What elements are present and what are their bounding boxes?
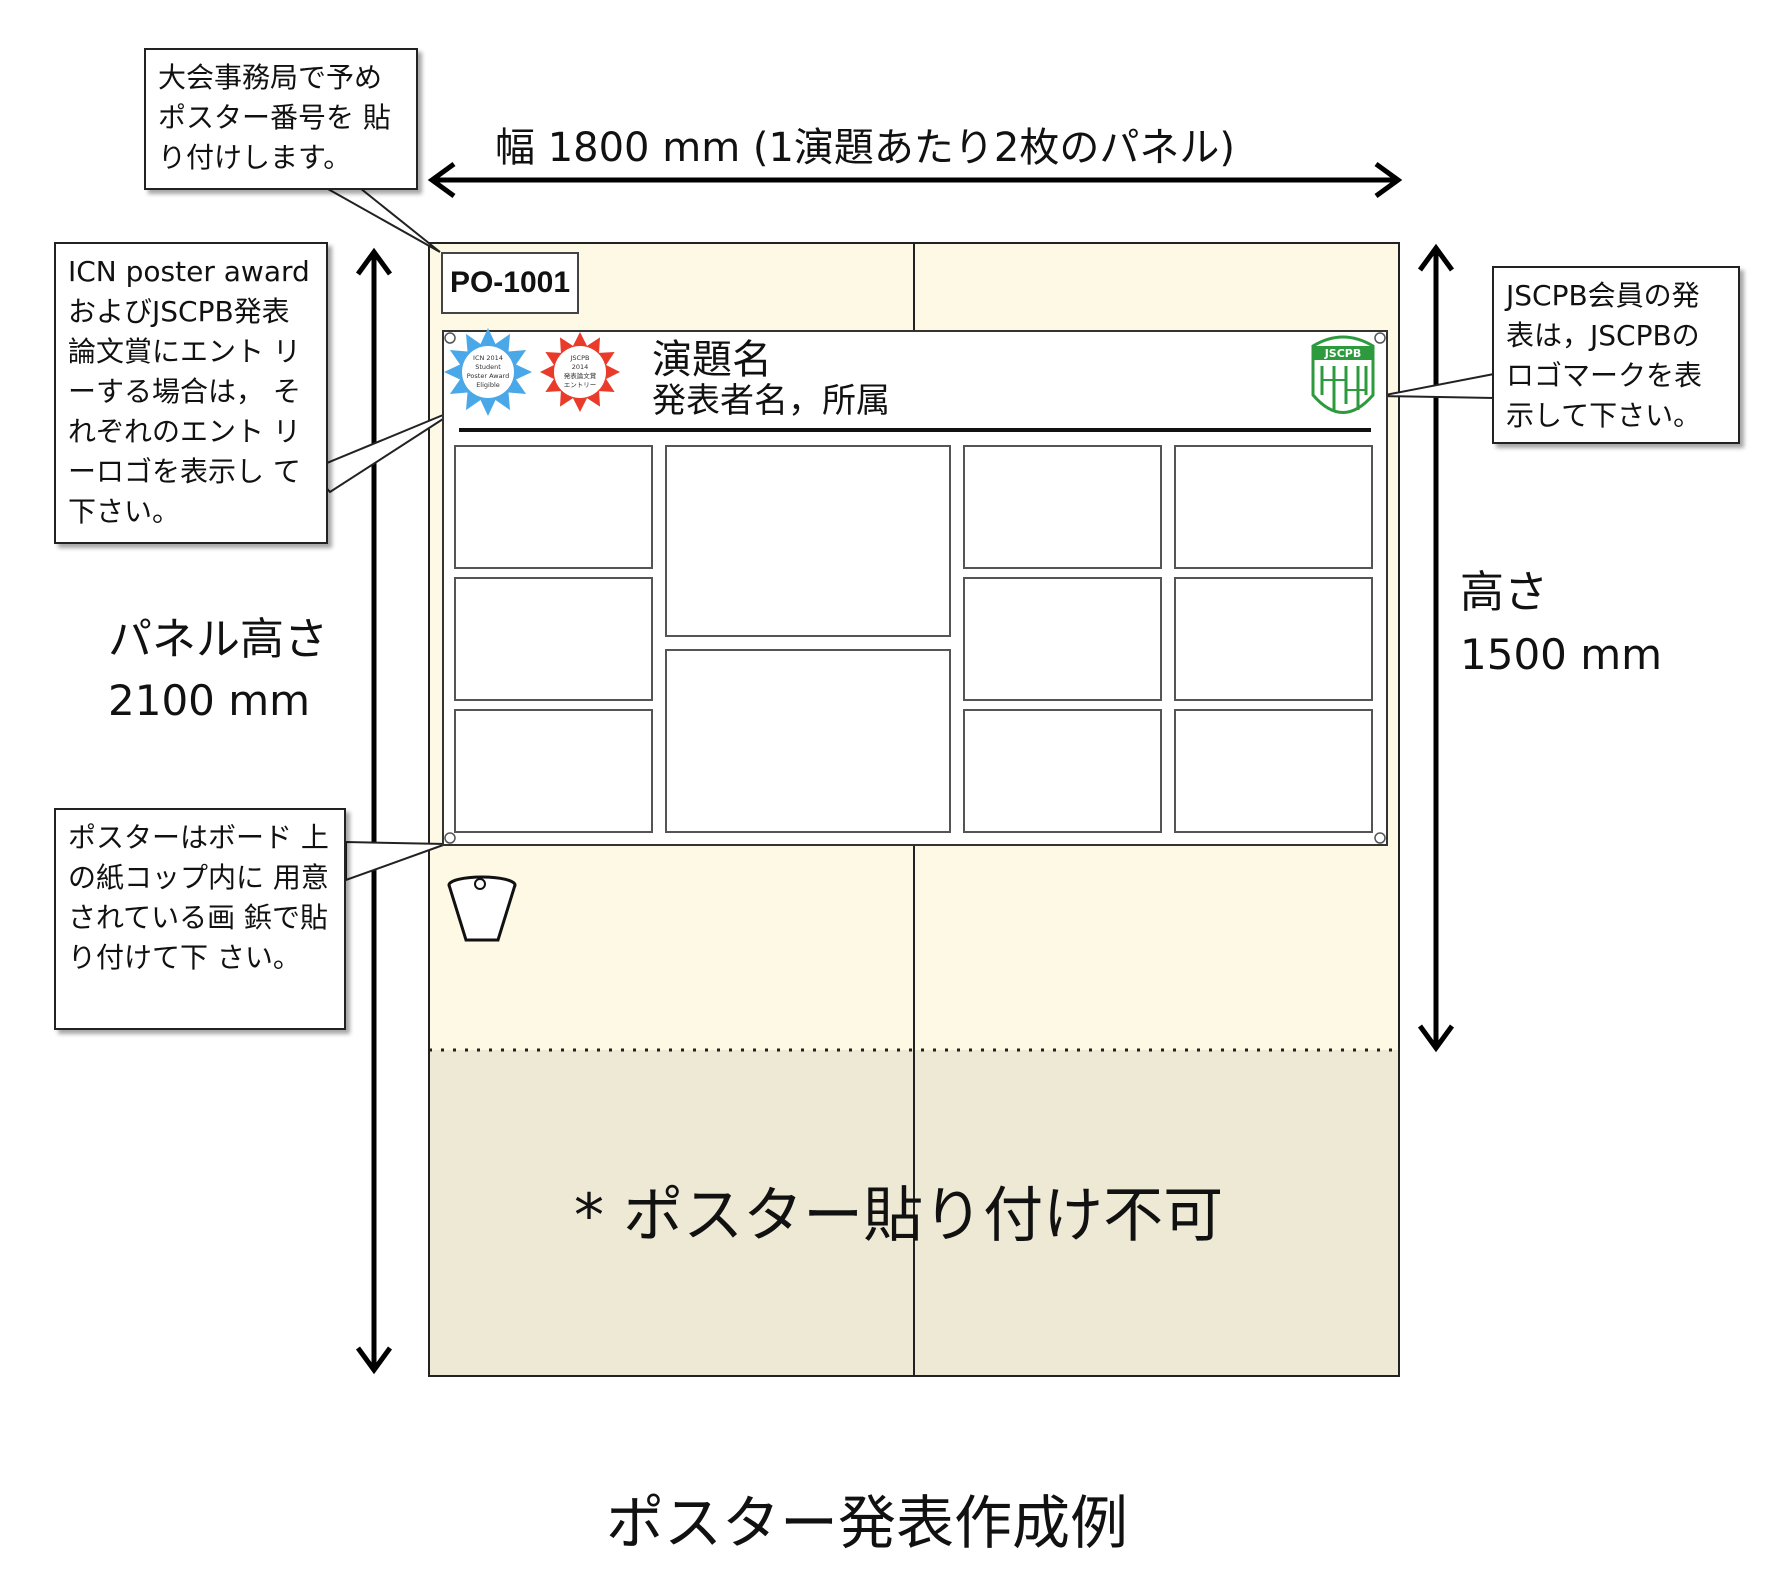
width-label: 幅 1800 mm (1演題あたり2枚のパネル) (495, 125, 1235, 171)
poster-figure-l2 (454, 577, 653, 701)
jscpb-logo-callout: JSCPB会員の発 表は，JSCPBの ロゴマークを表 示して下さい。 (1492, 266, 1740, 444)
pin-bottom-left (444, 832, 456, 844)
no-posting-label: * ポスター貼り付け不可 (574, 1181, 1224, 1251)
height-label: 高さ (1460, 567, 1548, 618)
poster-number-callout: 大会事務局で予め ポスター番号を 貼り付けします。 (144, 48, 418, 190)
poster-figure-r5 (1174, 577, 1373, 701)
award-logo-line-2: 2014 (572, 363, 589, 371)
poster-figure-r1 (963, 445, 1162, 569)
award-logo-line-1: JSCPB (570, 354, 590, 362)
pin-top-left (444, 332, 456, 344)
panel-height-arrow-bottom-head (355, 1346, 393, 1375)
poster-figure-l1 (454, 445, 653, 569)
jscpb-logo-text: JSCPB (1324, 347, 1362, 360)
paper-cup-icon (447, 875, 517, 942)
height-arrow-bottom-head (1417, 1024, 1455, 1053)
pin-top-right (1374, 332, 1386, 344)
poster-authors: 発表者名，所属 (652, 381, 890, 421)
poster-figure-l3 (454, 709, 653, 833)
icn-logo-line-3: Poster Award (467, 372, 510, 380)
height-value: 1500 mm (1460, 630, 1663, 679)
icn-logo-line-1: ICN 2014 (473, 354, 503, 362)
icn-logo-line-2: Student (475, 363, 501, 371)
pins-callout-pointer (345, 840, 447, 882)
jscpb-member-logo: JSCPB (1311, 335, 1375, 414)
pin-bottom-right (1374, 832, 1386, 844)
award-logo-callout: ICN poster award およびJSCPB発表 論文賞にエント リーする… (54, 242, 328, 544)
width-arrow-left-head (427, 161, 456, 199)
poster-figure-c2 (665, 649, 951, 833)
icn-award-logo: ICN 2014 Student Poster Award Eligible (444, 328, 532, 416)
award-logo-line-3: 発表論文賞 (564, 371, 597, 380)
poster-figure-c1 (665, 445, 951, 637)
poster-figure-r3 (963, 709, 1162, 833)
pushpin-callout: ポスターはボード 上の紙コップ内に 用意されている画 鋲で貼り付けて下 さい。 (54, 808, 346, 1030)
poster-figure-r2 (963, 577, 1162, 701)
panel-height-value: 2100 mm (108, 676, 311, 725)
panel-height-arrow-top-head (355, 247, 393, 276)
award-logo-line-4: エントリー (564, 381, 597, 389)
poster-figure-r6 (1174, 709, 1373, 833)
panel-height-label: パネル高さ (108, 614, 328, 665)
poster-number-tag: PO-1001 (441, 252, 579, 314)
width-arrow-right-head (1374, 161, 1403, 199)
number-callout-pointer (308, 179, 441, 253)
poster-figure-r4 (1174, 445, 1373, 569)
jscpb-award-logo: JSCPB 2014 発表論文賞 エントリー (540, 332, 620, 412)
figure-caption: ポスター発表作成例 (606, 1489, 1129, 1557)
icn-logo-line-4: Eligible (476, 381, 500, 389)
height-arrow-top-head (1417, 243, 1455, 272)
poster-title: 演題名 (652, 337, 772, 383)
